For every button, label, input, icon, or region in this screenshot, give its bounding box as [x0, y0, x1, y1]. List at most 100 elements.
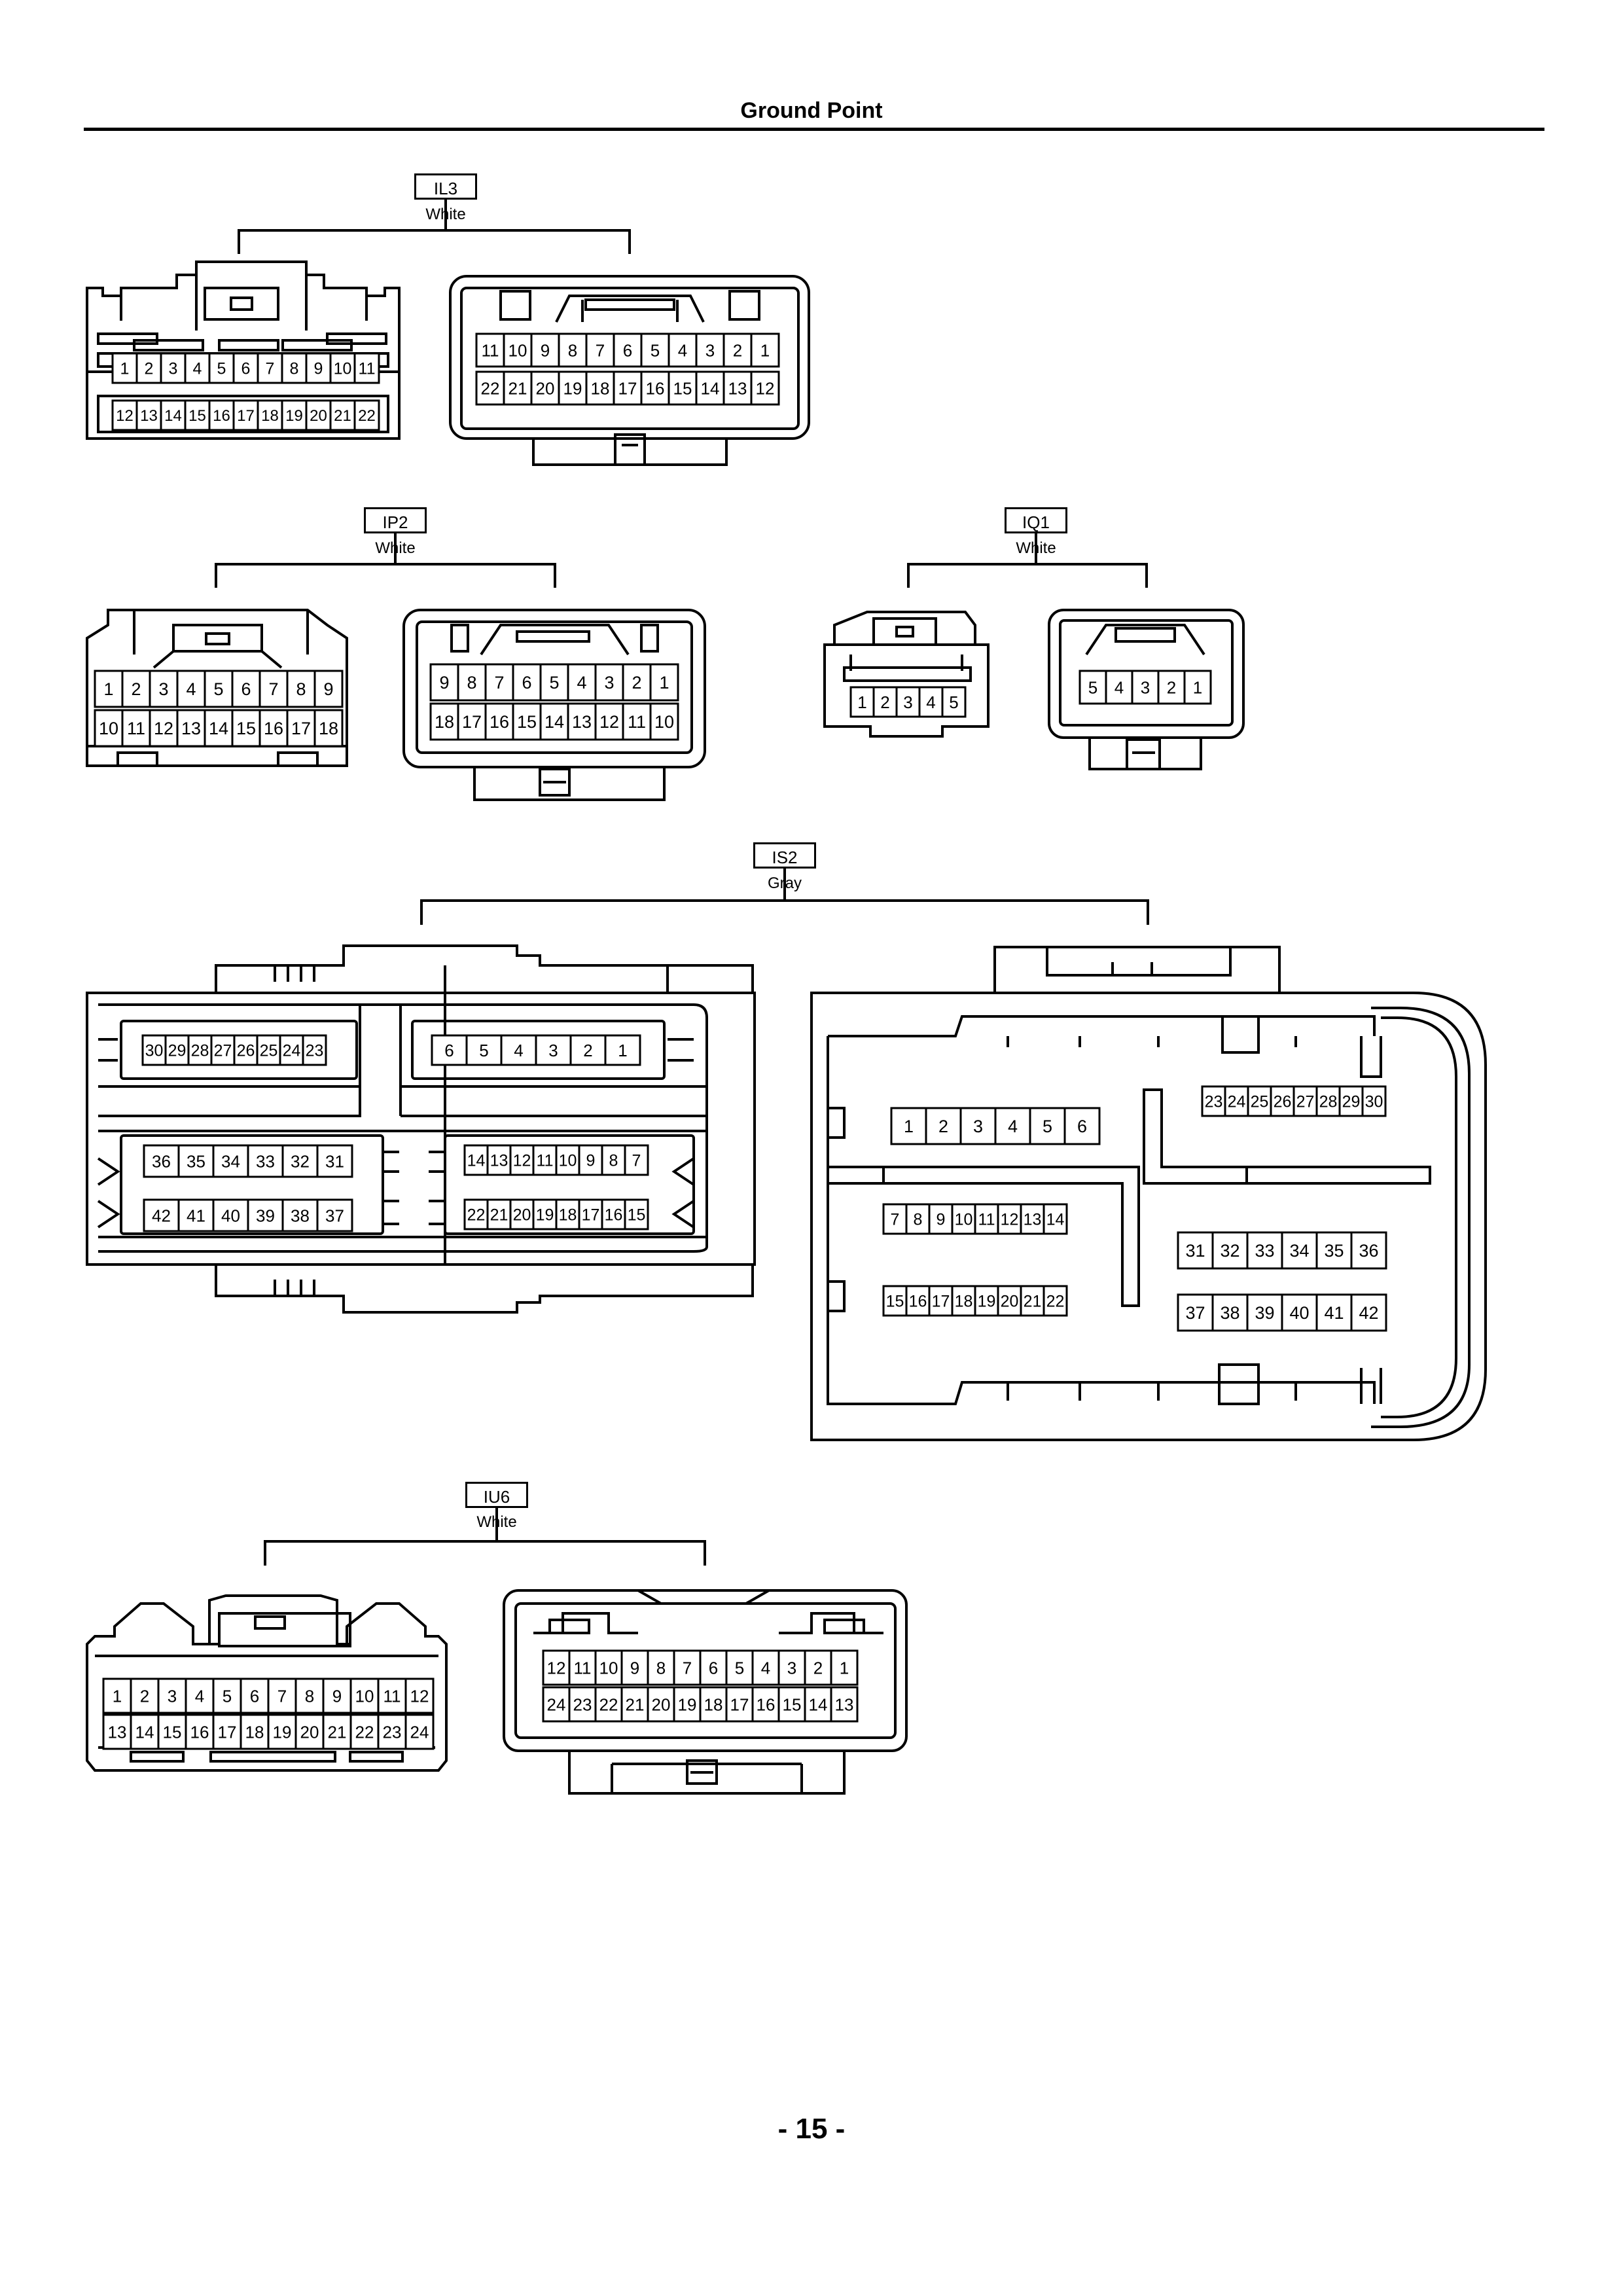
pin-number: 29: [168, 1042, 187, 1060]
pin-number: 6: [709, 1658, 718, 1677]
pin-number: 41: [187, 1206, 205, 1225]
pin-number: 8: [290, 360, 299, 378]
pin-number: 31: [1185, 1241, 1205, 1261]
pin-number: 21: [626, 1695, 645, 1714]
pin-number: 12: [154, 719, 173, 738]
pin-number: 2: [632, 673, 641, 692]
pin-cell: [313, 670, 344, 708]
bracket-ip2: [215, 533, 556, 588]
pin-cell: [1063, 1107, 1101, 1145]
pin-number: 2: [938, 1117, 948, 1136]
pin-cell: [1131, 670, 1160, 705]
pin-number: 10: [559, 1152, 577, 1170]
connector-code-ip2: IP2: [364, 507, 427, 533]
pin-number: 9: [314, 360, 323, 378]
pin-number: 30: [145, 1042, 164, 1060]
pin-number: 5: [651, 340, 660, 360]
pin-number: 11: [628, 712, 646, 732]
pin-number: 16: [490, 712, 509, 732]
pin-number: 7: [632, 1152, 641, 1170]
pin-cell: [647, 1686, 675, 1723]
pin-cell: [1315, 1293, 1353, 1332]
pin-number: 1: [113, 1686, 122, 1706]
pin-number: 5: [549, 673, 559, 692]
pin-cell: [486, 1144, 512, 1176]
pin-number: 39: [1255, 1303, 1274, 1323]
bracket-is2: [420, 869, 1149, 925]
pin-cell: [247, 1198, 284, 1232]
pin-number: 23: [306, 1042, 324, 1060]
pin-cell: [539, 663, 569, 702]
pin-cell: [302, 1034, 327, 1066]
pin-number: 12: [513, 1152, 531, 1170]
connector-is2-male-housing: [810, 946, 1487, 1441]
pin-number: 16: [605, 1206, 623, 1225]
pin-cell: [872, 686, 898, 718]
pin-cell: [1105, 670, 1133, 705]
pin-number: 3: [973, 1117, 983, 1136]
pin-number: 3: [158, 679, 168, 699]
pin-number: 11: [978, 1211, 995, 1229]
pin-cell: [281, 399, 308, 431]
pin-number: 11: [574, 1658, 592, 1677]
pin-cell: [305, 352, 332, 384]
pin-number: 26: [237, 1042, 255, 1060]
pin-number: 22: [355, 1722, 374, 1742]
pin-number: 35: [187, 1151, 205, 1171]
pin-number: 22: [1046, 1293, 1065, 1311]
pin-cell: [725, 1649, 754, 1686]
pin-number: 15: [163, 1722, 182, 1742]
pin-cell: [204, 670, 234, 708]
pin-cell: [1361, 1085, 1387, 1117]
pin-number: 16: [190, 1722, 209, 1742]
pin-cell: [882, 1203, 908, 1235]
pin-number: 35: [1324, 1241, 1344, 1261]
pin-number: 1: [1193, 677, 1202, 697]
pin-number: 14: [209, 719, 228, 738]
pin-cell: [532, 1144, 558, 1176]
connector-code-il3: IL3: [414, 173, 477, 200]
page-number: - 15 -: [777, 2113, 846, 2145]
pin-number: 24: [283, 1042, 301, 1060]
pin-number: 5: [479, 1041, 488, 1060]
bracket-il3: [238, 200, 631, 254]
pin-number: 4: [195, 1686, 204, 1706]
pin-number: 10: [334, 360, 352, 378]
pin-cell: [751, 1649, 780, 1686]
pin-number: 23: [1205, 1093, 1223, 1111]
pin-number: 17: [618, 378, 637, 398]
pin-cell: [890, 1107, 927, 1145]
pin-number: 21: [508, 378, 527, 398]
pin-cell: [486, 1198, 512, 1230]
pin-number: 3: [903, 692, 912, 712]
pin-cell: [431, 1034, 468, 1066]
pin-number: 18: [591, 378, 610, 398]
pin-number: 7: [277, 1686, 287, 1706]
pin-cell: [208, 399, 235, 431]
pin-number: 13: [140, 407, 158, 425]
pin-number: 5: [223, 1686, 232, 1706]
pin-number: 15: [783, 1695, 802, 1714]
pin-number: 17: [932, 1293, 950, 1311]
pin-cell: [994, 1107, 1031, 1145]
pin-number: 2: [583, 1041, 592, 1060]
pin-number: 32: [1220, 1241, 1240, 1261]
pin-number: 42: [152, 1206, 171, 1225]
pin-number: 17: [462, 712, 482, 732]
pin-number: 10: [654, 712, 674, 732]
pin-number: 18: [245, 1722, 264, 1742]
pin-number: 19: [978, 1293, 996, 1311]
pin-cell: [457, 702, 487, 741]
pin-number: 7: [494, 673, 504, 692]
pin-number: 22: [467, 1206, 486, 1225]
pin-number: 10: [99, 719, 118, 738]
pin-number: 9: [630, 1658, 639, 1677]
